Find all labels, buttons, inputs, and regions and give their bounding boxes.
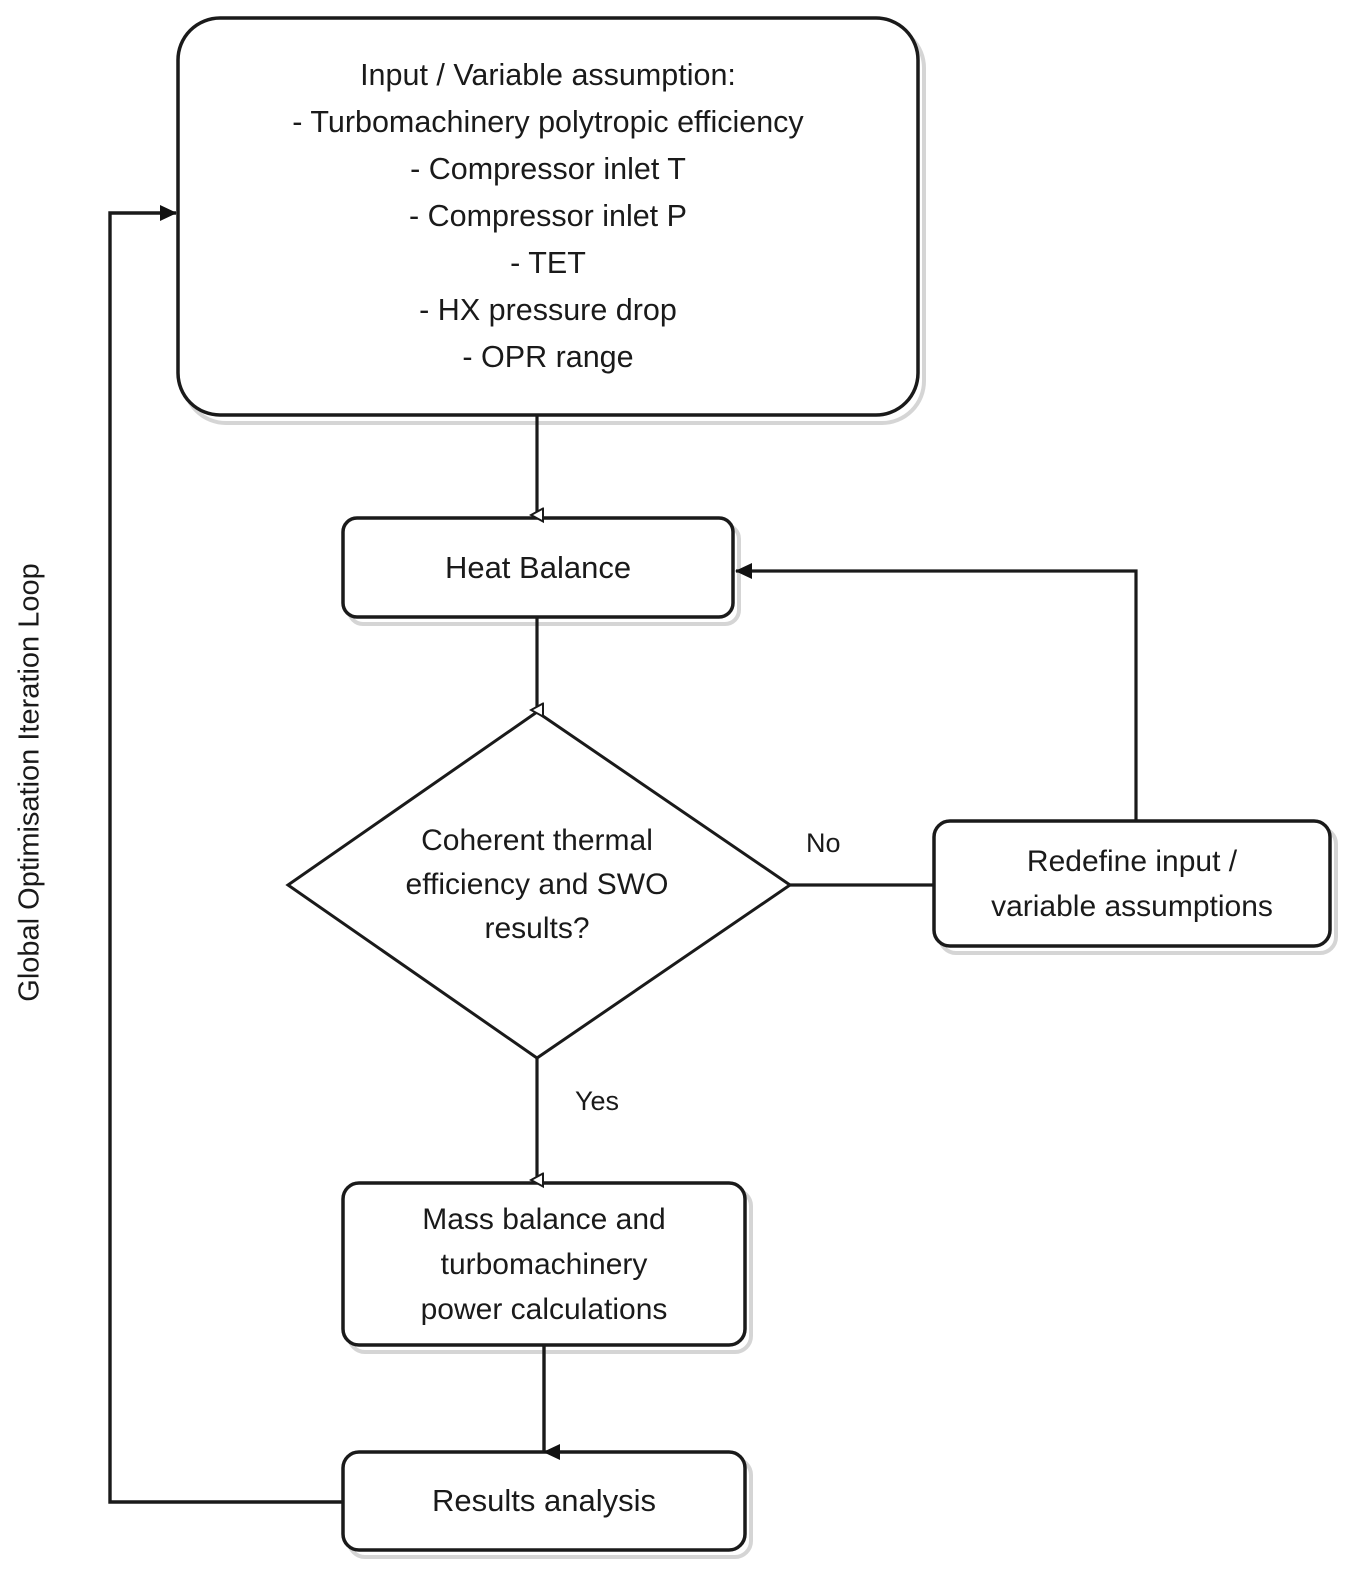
node-decision-shape bbox=[285, 710, 793, 1060]
node-results-analysis-shape bbox=[341, 1450, 747, 1552]
edge-redefine-to-heat bbox=[735, 563, 1138, 821]
edge-results-to-input-loop bbox=[108, 205, 343, 1504]
node-input-assumptions-shape bbox=[176, 16, 920, 417]
node-mass-balance-shape bbox=[341, 1181, 747, 1347]
node-heat-balance-shape bbox=[341, 516, 735, 619]
node-redefine-shape bbox=[932, 819, 1332, 948]
